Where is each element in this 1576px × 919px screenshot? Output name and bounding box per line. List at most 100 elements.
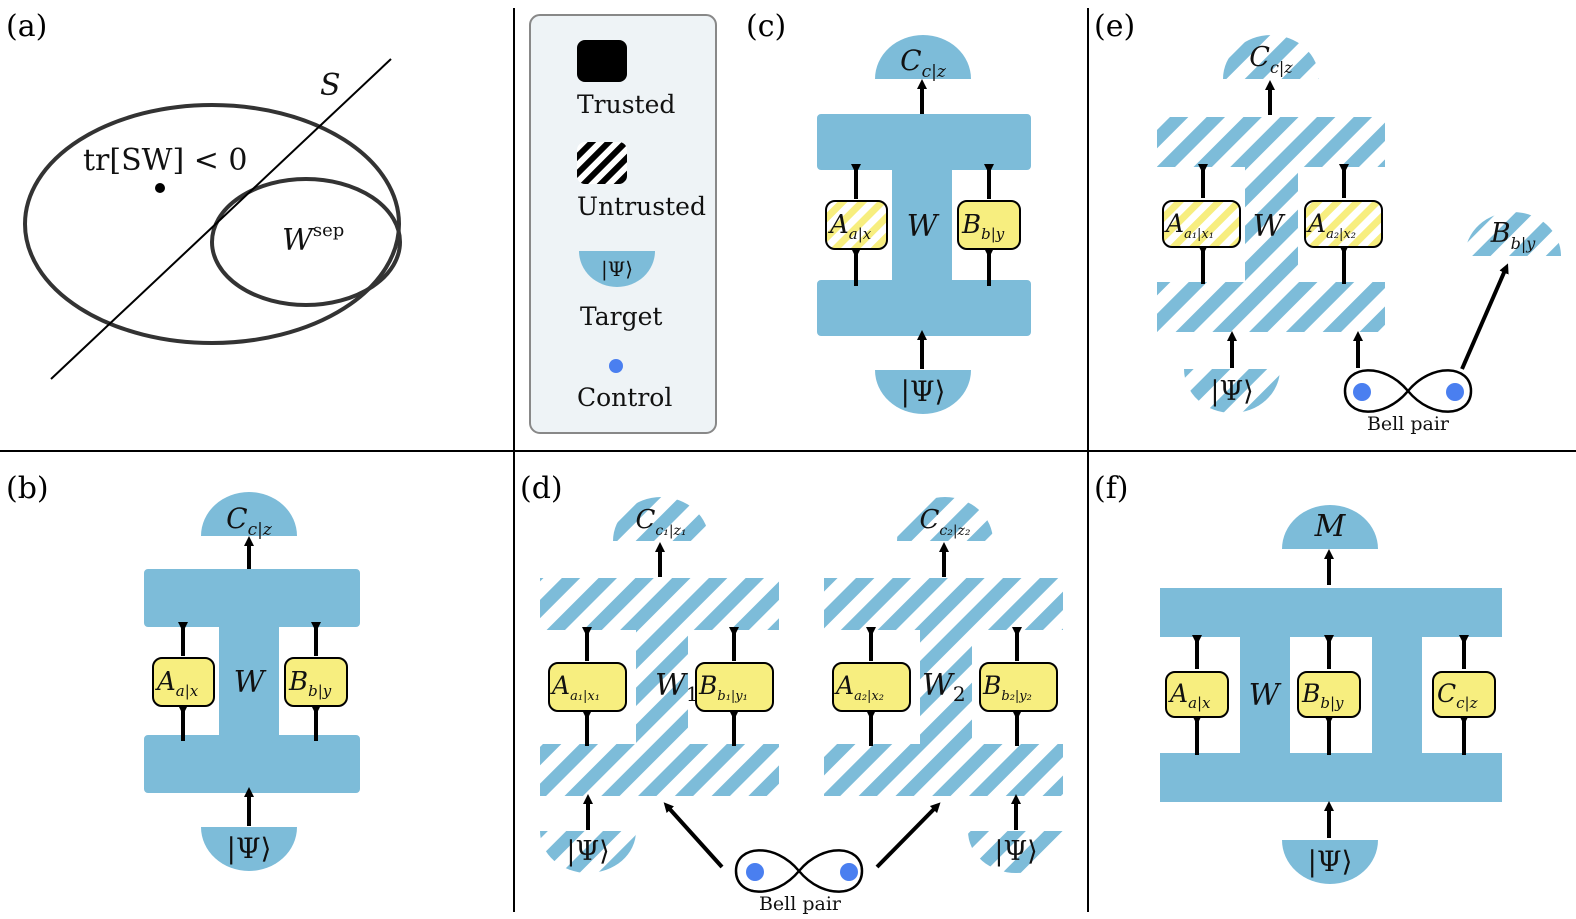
a-label: Aa|x — [828, 210, 872, 243]
measurement-b — [1465, 212, 1561, 256]
w-label: W — [1253, 209, 1286, 244]
panel-d: (d) Cc₁|z₁ W1 Aa₁|x₁ Bb₁|y₁ |Ψ⟩ Cc₂|z₂ W… — [520, 471, 1064, 915]
psi-label: |Ψ⟩ — [901, 375, 946, 408]
target-state — [1282, 840, 1378, 884]
a1-label: Aa₁|x₁ — [550, 671, 600, 704]
b2-label: Bb₂|y₂ — [982, 671, 1032, 704]
box-b — [1297, 671, 1361, 718]
control-qubit — [1353, 383, 1371, 401]
c-label: Cc|z — [1437, 679, 1478, 712]
measurement-c — [201, 492, 297, 536]
psi-label: |Ψ⟩ — [227, 832, 272, 865]
box-c — [1432, 671, 1496, 718]
a2-label: Aa₂|x₂ — [1306, 209, 1356, 242]
measurement-c2 — [897, 497, 993, 541]
b-label: Bb|y — [1301, 679, 1344, 712]
measurement-m — [1282, 505, 1378, 549]
trace-condition-label: tr[SW] < 0 — [83, 143, 248, 178]
box-b — [957, 200, 1021, 250]
w2-label: W2 — [922, 668, 966, 706]
target-state — [1184, 369, 1280, 413]
legend-control: Control — [577, 383, 672, 412]
panel-c: (c) Cc|z W Aa|x Bb|y |Ψ⟩ — [746, 9, 1031, 414]
panel-f: (f) M W Aa|x Bb|y Cc|z |Ψ⟩ — [1094, 471, 1502, 884]
measurement-c1 — [613, 497, 709, 541]
target-state — [875, 370, 971, 414]
outer-set-ellipse — [23, 103, 401, 345]
panel-c-label: (c) — [746, 9, 786, 44]
c1-label: Cc₁|z₁ — [635, 505, 686, 539]
target-state — [201, 827, 297, 871]
target-swatch-glyph: |Ψ⟩ — [601, 257, 633, 282]
untrusted-swatch — [577, 142, 627, 184]
box-b1 — [695, 662, 774, 712]
control-swatch — [609, 359, 623, 373]
c-label: Cc|z — [226, 502, 273, 540]
legend-trusted: Trusted — [577, 90, 675, 119]
panel-d-label: (d) — [520, 471, 563, 506]
m-label: M — [1314, 509, 1347, 544]
psi-label: |Ψ⟩ — [1210, 376, 1253, 407]
b-label: Bb|y — [1490, 218, 1536, 253]
w-label: W — [234, 665, 267, 700]
process-w1 — [540, 578, 779, 796]
box-a — [825, 200, 888, 250]
legend: Trusted Untrusted |Ψ⟩ Target Control — [529, 14, 717, 434]
c2-label: Cc₂|z₂ — [919, 505, 970, 539]
target-swatch — [579, 251, 655, 287]
control-qubit — [746, 863, 764, 881]
legend-target: Target — [580, 302, 662, 331]
bell-pair-label: Bell pair — [759, 893, 842, 915]
a-label: Aa|x — [1168, 679, 1211, 712]
state-point — [155, 183, 165, 193]
box-a1 — [1162, 200, 1241, 248]
target-state-2 — [968, 831, 1064, 873]
panel-b-label: (b) — [6, 471, 49, 506]
box-a — [1165, 671, 1229, 718]
panel-a-label: (a) — [6, 9, 47, 44]
bell-pair-d: Bell pair — [734, 849, 864, 915]
process-w — [1157, 117, 1385, 332]
panel-a: (a) S tr[SW] < 0 Wsep — [6, 9, 402, 380]
hyperplane-label: S — [320, 68, 341, 103]
c-label: Cc|z — [1249, 42, 1293, 77]
process-w — [144, 569, 360, 793]
control-qubit — [1446, 383, 1464, 401]
panel-e-label: (e) — [1094, 9, 1135, 44]
box-a — [152, 657, 215, 707]
box-b — [284, 657, 348, 707]
psi-label-1: |Ψ⟩ — [566, 836, 609, 867]
panel-b: (b) Cc|z W Aa|x Bb|y |Ψ⟩ — [6, 471, 360, 871]
bell-pair-label: Bell pair — [1367, 413, 1450, 435]
box-a2 — [832, 662, 911, 712]
measurement-c — [1223, 35, 1319, 79]
process-w — [1160, 588, 1502, 802]
control-qubit — [840, 863, 858, 881]
bell-pair-e: Bell pair — [1343, 369, 1473, 435]
process-w — [817, 114, 1031, 336]
target-state-1 — [540, 831, 636, 873]
panel-dividers — [0, 8, 1576, 912]
witness-hyperplane — [50, 58, 392, 380]
panel-e: (e) Cc|z W Aa₁|x₁ Aa₂|x₂ |Ψ⟩ Bb|y Bell p… — [1094, 9, 1561, 435]
w1-label: W1 — [655, 668, 699, 706]
panel-f-label: (f) — [1094, 471, 1129, 506]
b1-label: Bb₁|y₁ — [698, 671, 748, 704]
legend-untrusted: Untrusted — [577, 192, 706, 221]
c-label: Cc|z — [900, 44, 947, 82]
box-b2 — [979, 662, 1058, 712]
box-a1 — [548, 662, 627, 712]
process-w2 — [824, 578, 1063, 796]
box-a2 — [1304, 200, 1383, 248]
separable-set-ellipse — [210, 177, 402, 307]
w-label: W — [1249, 678, 1282, 713]
a1-label: Aa₁|x₁ — [1164, 209, 1214, 242]
measurement-c — [875, 35, 971, 79]
b-label: Bb|y — [288, 667, 332, 700]
wsep-label: Wsep — [282, 220, 344, 258]
psi-label-2: |Ψ⟩ — [994, 836, 1037, 867]
a2-label: Aa₂|x₂ — [834, 671, 884, 704]
w-label: W — [907, 209, 940, 244]
trusted-swatch — [577, 40, 627, 82]
